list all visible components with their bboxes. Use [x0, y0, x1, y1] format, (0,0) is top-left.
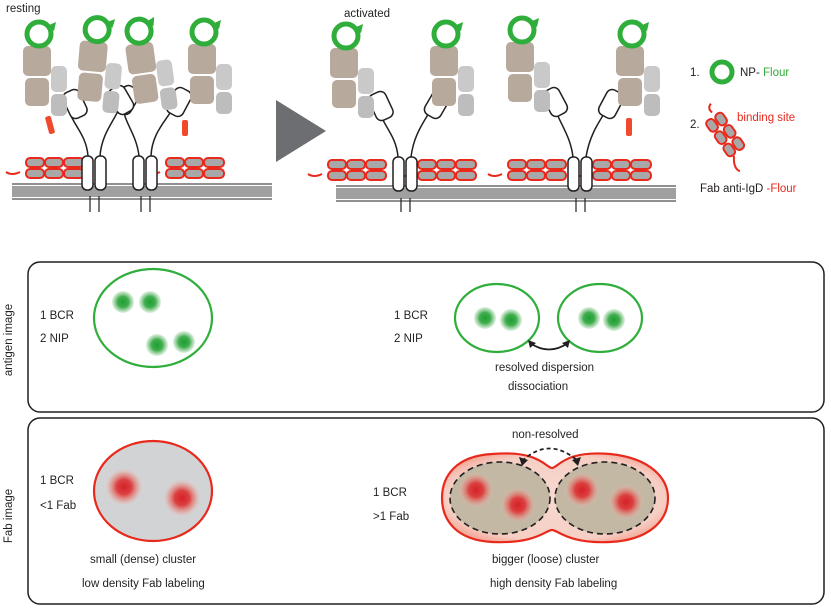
legend-number-1: 1. — [690, 67, 700, 79]
fab-spot — [458, 472, 494, 508]
antigen-spot — [474, 307, 496, 329]
antigen-left-nip: 2 NIP — [40, 333, 69, 345]
resting-state-illustration — [5, 15, 272, 212]
antigen-right-cluster-b — [556, 282, 644, 354]
antigen-left-cluster — [92, 267, 214, 369]
legend-number-2: 2. — [690, 119, 700, 131]
antigen-spot — [139, 291, 161, 313]
antigen-spot — [603, 309, 625, 331]
fab-spot — [564, 472, 600, 508]
arrowhead-right-icon — [562, 340, 570, 348]
membrane-activated — [336, 188, 676, 199]
fab-image-label: Fab image — [3, 489, 15, 543]
resting-label: resting — [6, 3, 41, 15]
membrane-resting — [12, 186, 272, 197]
fab-left-caption-line1: small (dense) cluster — [90, 554, 196, 566]
antigen-right-nip: 2 NIP — [394, 333, 423, 345]
antigen-right-cluster-a — [453, 282, 541, 354]
np-flour-icon — [709, 59, 735, 85]
fab-left-fab: <1 Fab — [40, 500, 76, 512]
fab-image-panel: Fab image 1 BCR <1 Fab small (dense) clu… — [3, 417, 825, 605]
antigen-spot — [578, 307, 600, 329]
fab-spot — [163, 479, 201, 517]
arrowhead-right-icon — [572, 457, 581, 466]
non-resolved-label: non-resolved — [512, 429, 578, 441]
fab-right-bcr: 1 BCR — [373, 487, 407, 499]
antigen-spot — [112, 291, 134, 313]
fab-left-caption-line2: low density Fab labeling — [82, 578, 205, 590]
antigen-left-bcr: 1 BCR — [40, 310, 74, 322]
antigen-spot — [500, 309, 522, 331]
arrowhead-left-icon — [528, 340, 536, 348]
antigen-caption-line2: dissociation — [508, 381, 568, 393]
fab-right-caption-line1: bigger (loose) cluster — [492, 554, 600, 566]
antigen-image-panel: antigen image 1 BCR 2 NIP 1 BCR 2 NIP re… — [3, 261, 825, 413]
legend-binding-site: binding site — [737, 112, 795, 124]
antigen-caption-line1: resolved dispersion — [495, 362, 594, 374]
fab-right-caption-line2: high density Fab labeling — [490, 578, 617, 590]
activated-state-illustration — [307, 18, 676, 212]
antigen-image-label: antigen image — [3, 304, 15, 376]
fab-spot — [105, 468, 143, 506]
fab-spot — [500, 487, 536, 523]
antigen-spot — [173, 331, 195, 353]
legend-fab-anti-igd: Fab anti-IgD -Flour — [700, 183, 797, 195]
antigen-right-bcr: 1 BCR — [394, 310, 428, 322]
legend-np-flour: NP- Flour — [740, 67, 789, 79]
activated-label: activated — [344, 8, 390, 20]
fab-anti-igd-icon — [705, 103, 746, 173]
antigen-spot — [146, 334, 168, 356]
fab-left-bcr: 1 BCR — [40, 475, 74, 487]
transition-arrow-icon — [276, 100, 326, 162]
legend: 1. NP- Flour 2. binding site Fab anti-Ig… — [690, 59, 797, 195]
non-resolved-arrow — [521, 447, 579, 462]
arrowhead-left-icon — [519, 457, 528, 466]
fab-spot — [608, 484, 644, 520]
dispersion-arrow — [529, 342, 569, 351]
fab-right-fab: >1 Fab — [373, 511, 409, 523]
